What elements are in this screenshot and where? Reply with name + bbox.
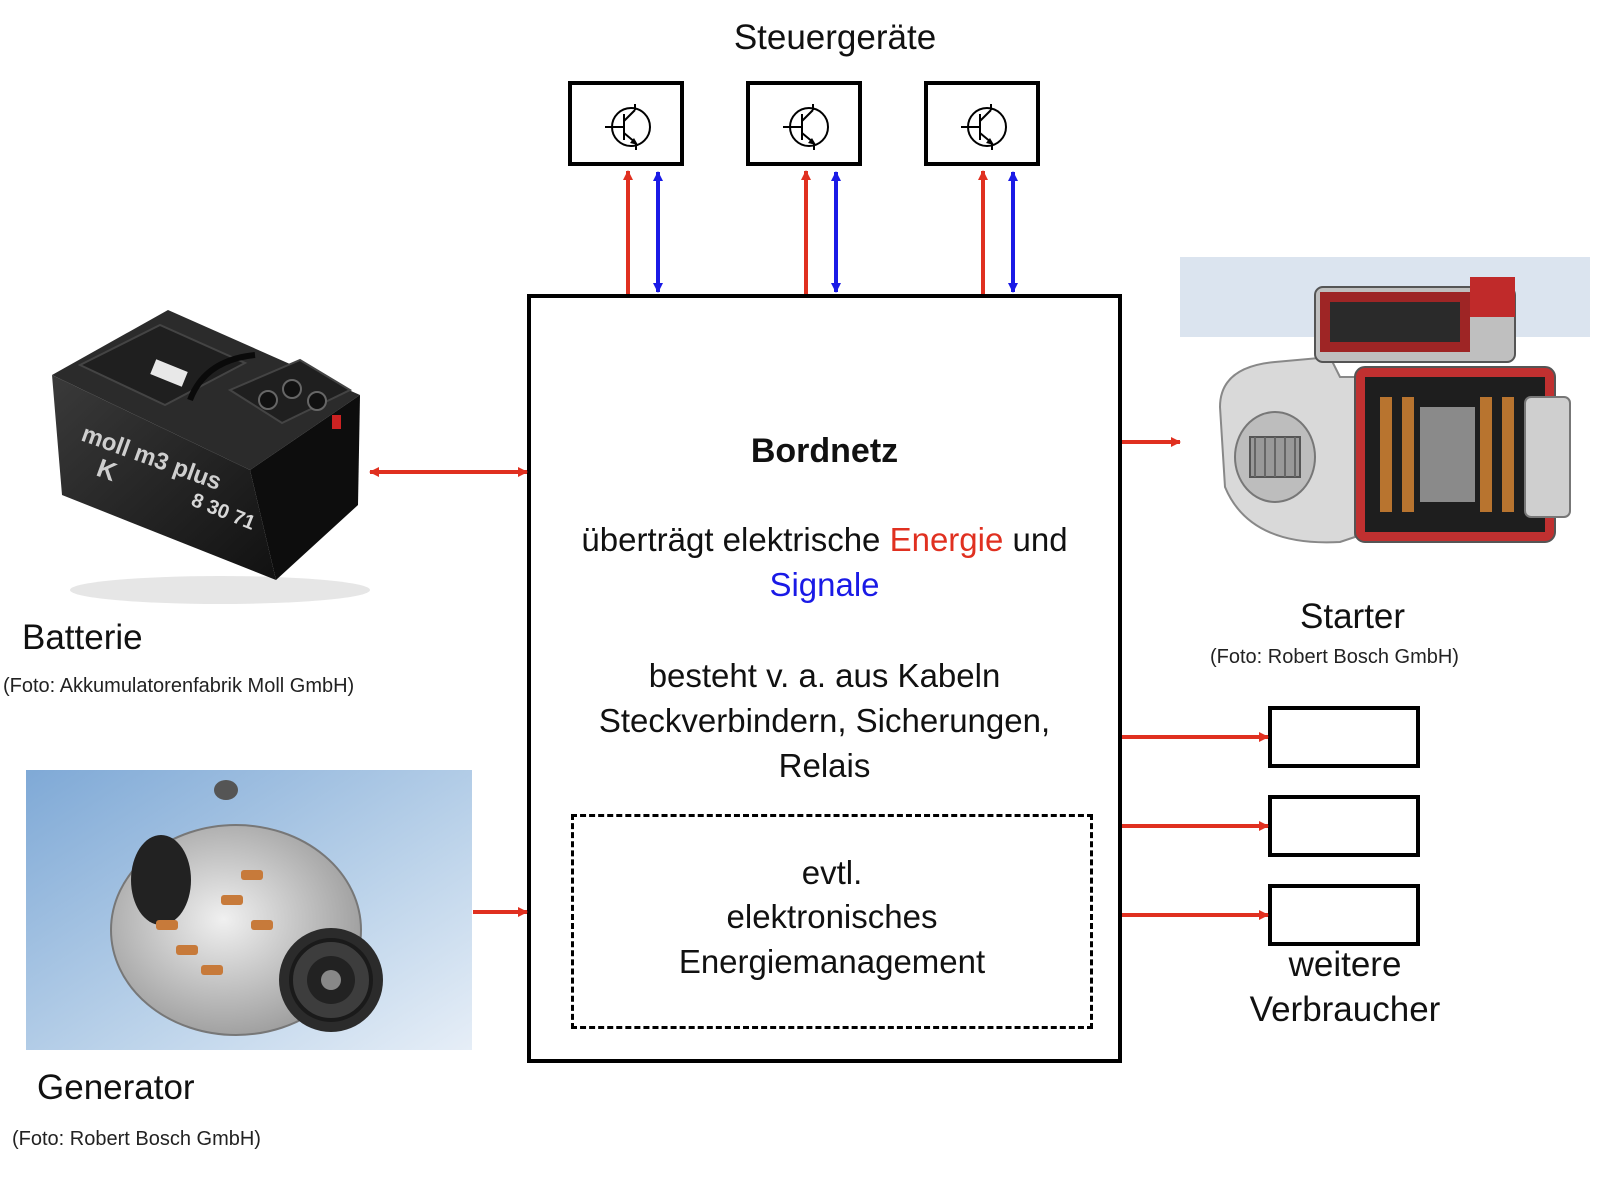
- besteht-line-3: Relais: [778, 747, 871, 784]
- text-energie: Energie: [889, 521, 1004, 558]
- generator-label: Generator: [37, 1068, 195, 1107]
- starter-credit: (Foto: Robert Bosch GmbH): [1210, 646, 1459, 668]
- text-und: und: [1003, 521, 1068, 558]
- batterie-label: Batterie: [22, 618, 143, 657]
- energiemanagement-box: [571, 814, 1093, 1029]
- ecu-box-3: [924, 81, 1040, 166]
- transistor-icon: [605, 104, 651, 150]
- batterie-credit: (Foto: Akkumulatorenfabrik Moll GmbH): [3, 675, 355, 697]
- evtl-line-1: evtl.: [801, 854, 863, 891]
- generator-image: [26, 770, 472, 1050]
- besteht-line-1: besteht v. a. aus Kabeln: [648, 657, 1001, 694]
- starter-label: Starter: [1300, 597, 1406, 636]
- consumer-box-1: [1268, 706, 1420, 768]
- consumer-box-2: [1268, 795, 1420, 857]
- evtl-line-2: elektronisches: [726, 898, 938, 935]
- evtl-line-3: Energiemanagement: [678, 943, 986, 980]
- bordnetz-title: Bordnetz: [750, 432, 899, 470]
- generator-credit: (Foto: Robert Bosch GmbH): [12, 1128, 261, 1150]
- weitere-label: weitere: [1288, 945, 1402, 984]
- ecu-box-2: [746, 81, 862, 166]
- starter-image: [1180, 257, 1590, 544]
- steuergeraete-label: Steuergeräte: [733, 18, 937, 57]
- besteht-line-2: Steckverbindern, Sicherungen,: [598, 702, 1051, 739]
- battery-image: moll m3 plus K 8 30 71: [52, 310, 370, 604]
- consumer-box-3: [1268, 884, 1420, 946]
- bordnetz-box: [527, 294, 1122, 1063]
- text-uebertraegt: überträgt elektrische: [581, 521, 890, 558]
- transistor-icon: [783, 104, 829, 150]
- ecu-box-1: [568, 81, 684, 166]
- energy-signal-line-1: überträgt elektrische Energie und: [527, 521, 1122, 559]
- text-signale: Signale: [769, 566, 880, 603]
- transistor-icon: [961, 104, 1007, 150]
- verbraucher-label: Verbraucher: [1249, 990, 1441, 1029]
